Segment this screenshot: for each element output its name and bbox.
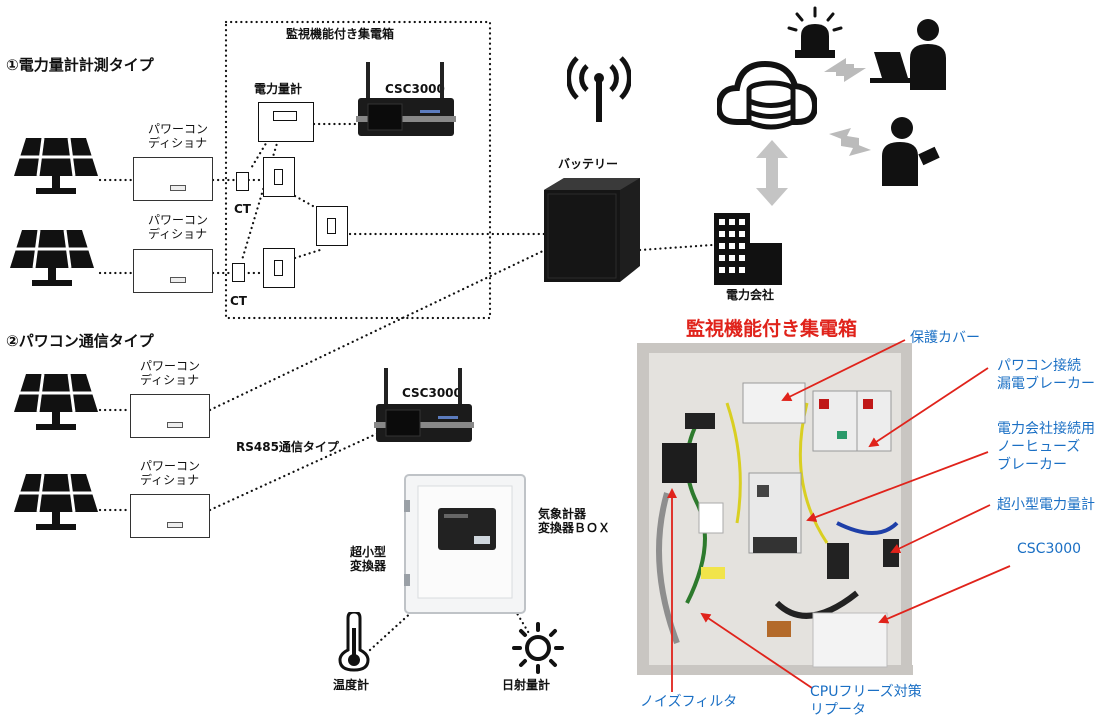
person-laptop-icon <box>870 19 946 90</box>
callout-cover: 保護カバー <box>910 330 980 346</box>
collection-box-title: 監視機能付き集電箱 <box>286 27 395 41</box>
inverter-label: パワーコンディショナ <box>148 122 209 150</box>
mini-converter-label: 超小型変換器 <box>350 545 387 573</box>
breaker-switch <box>263 157 295 197</box>
thermometer-label: 温度計 <box>333 678 370 692</box>
solar-panel-icon <box>14 473 98 530</box>
callout-repeater: CPUフリーズ対策リプータ <box>810 684 922 718</box>
photo-frame <box>912 343 988 665</box>
callout-company-breaker: 電力会社接続用ノーヒューズブレーカー <box>997 421 1095 473</box>
callout-pcs-breaker: パワコン接続漏電ブレーカー <box>997 358 1095 392</box>
ct-label: CT <box>234 202 251 216</box>
weather-box-label: 気象計器変換器ＢＯＸ <box>538 507 611 535</box>
ct-sensor <box>232 263 245 282</box>
inverter-label: パワーコンディショナ <box>140 459 201 487</box>
sun-icon <box>512 622 564 674</box>
vertical-exchange-arrow-icon <box>756 140 788 206</box>
solar-panel-icon <box>10 229 94 286</box>
main-breaker-switch <box>316 206 348 246</box>
section-title-pcs-type: ②パワコン通信タイプ <box>6 332 154 350</box>
weather-converter-box <box>404 474 526 614</box>
pyranometer-label: 日射量計 <box>502 678 551 692</box>
power-conditioner <box>133 157 213 201</box>
csc3000-label: CSC3000 <box>385 82 445 96</box>
power-conditioner <box>133 249 213 293</box>
power-company-label: 電力会社 <box>726 288 775 302</box>
data-exchange-arrows-icon <box>829 128 871 156</box>
cloud-database-icon <box>717 60 817 130</box>
callout-noise-filter: ノイズフィルタ <box>640 694 738 710</box>
csc3000-device <box>374 368 474 442</box>
rs485-label: RS485通信タイプ <box>236 440 339 454</box>
power-conditioner <box>130 394 210 438</box>
thermometer-icon <box>338 612 370 672</box>
data-exchange-arrows-icon <box>824 58 866 82</box>
battery-cabinet <box>544 178 640 282</box>
csc3000-label: CSC3000 <box>402 386 462 400</box>
ct-label: CT <box>230 294 247 308</box>
solar-panel-icon <box>14 373 98 430</box>
photo-title: 監視機能付き集電箱 <box>686 318 858 340</box>
section-title-meter-type: ①電力量計計測タイプ <box>6 56 154 74</box>
inverter-label: パワーコンディショナ <box>148 213 209 241</box>
alarm-light-icon <box>787 6 843 58</box>
ct-sensor <box>236 172 249 191</box>
power-meter-label: 電力量計 <box>254 82 303 96</box>
breaker-switch <box>263 248 295 288</box>
power-conditioner <box>130 494 210 538</box>
power-company-building-icon <box>714 213 782 285</box>
power-meter <box>258 102 314 142</box>
callout-mini-meter: 超小型電力量計 <box>997 497 1095 513</box>
csc3000-device <box>356 62 456 136</box>
person-tablet-icon <box>882 117 940 186</box>
antenna-signal-icon <box>567 56 631 122</box>
solar-panel-icon <box>14 137 98 194</box>
inverter-label: パワーコンディショナ <box>140 359 201 387</box>
collection-box-photo <box>637 343 913 675</box>
battery-label: バッテリー <box>558 157 619 171</box>
callout-csc3000: CSC3000 <box>1017 541 1082 557</box>
